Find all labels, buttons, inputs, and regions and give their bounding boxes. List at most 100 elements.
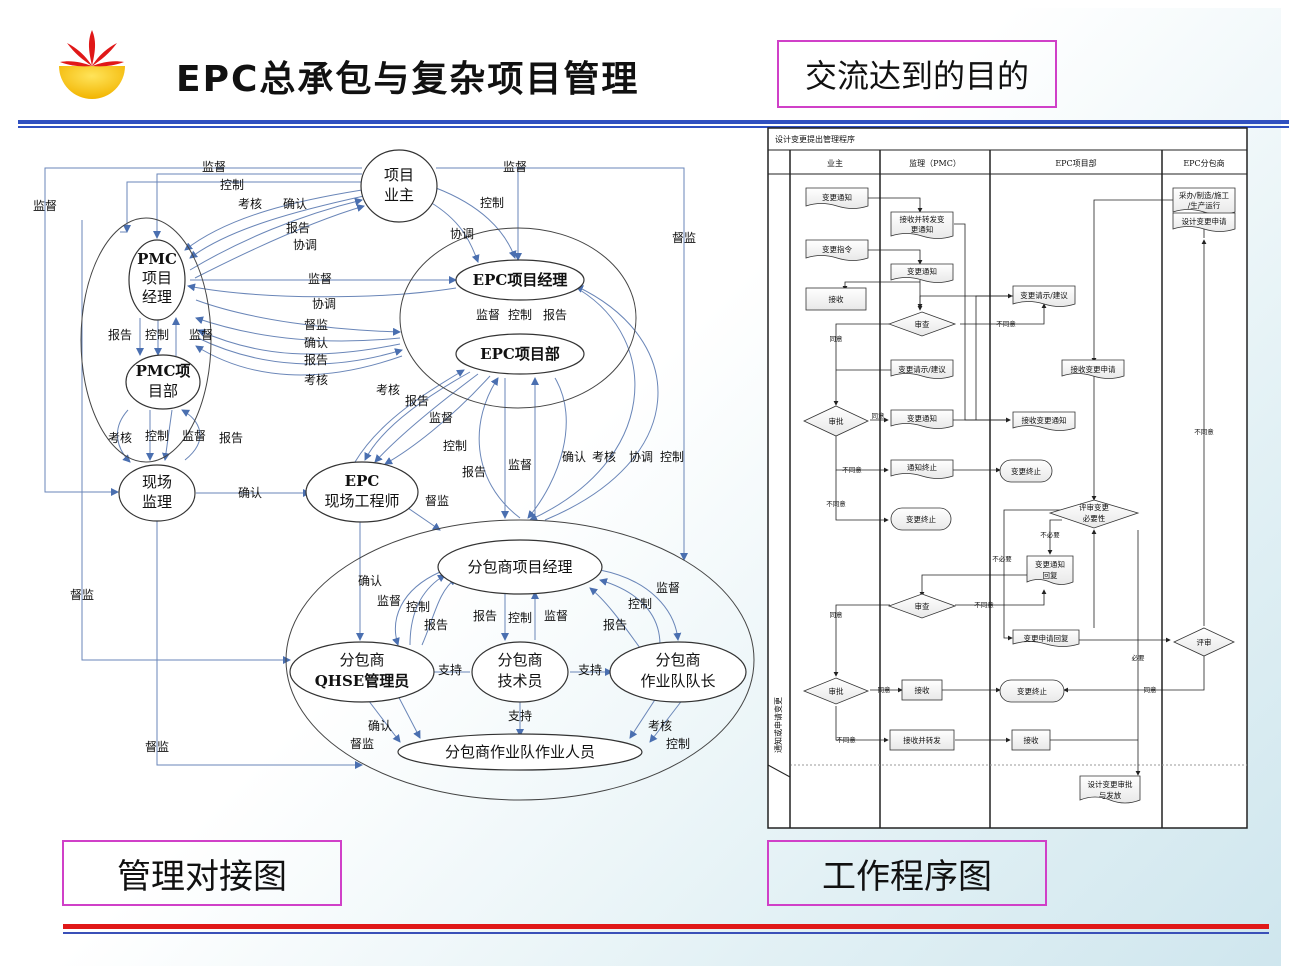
box-s2 xyxy=(1172,212,1236,232)
text-p3: 变更请示/建议 xyxy=(898,364,946,374)
edge-label-jiandu: 监督 xyxy=(182,428,206,443)
text-p8: 接收并转发 xyxy=(903,735,941,745)
management-interface-diagram: 项目 业主 PMC 项目 经理 PMC项 目部 现场 监理 EPC项目经理 EP… xyxy=(33,149,755,801)
lane-pmc: 监理（PMC） xyxy=(909,158,961,168)
box-e6 xyxy=(1012,629,1080,647)
text-d6: 审批 xyxy=(829,686,844,696)
slide: EPC总承包与复杂项目管理 交流达到的目的 xyxy=(8,8,1289,966)
pmc-manager-node xyxy=(128,239,186,321)
left-caption-box: 管理对接图 xyxy=(62,840,342,906)
text-e3: 接收变更通知 xyxy=(1022,415,1067,425)
edge-label-xietiao: 协调 xyxy=(312,296,336,311)
pmc-dept-label-1: PMC项 xyxy=(136,362,191,380)
edge-label-queren: 确认 xyxy=(283,197,307,211)
right-caption: 工作程序图 xyxy=(822,856,992,897)
text-d1: 审查 xyxy=(915,319,930,329)
sub-qhse-label-2: QHSE管理员 xyxy=(315,672,410,690)
edge-label-baogao: 报告 xyxy=(286,220,310,235)
page-title: EPC总承包与复杂项目管理 xyxy=(176,59,640,100)
edge-label-kongzhi: 控制 xyxy=(220,178,244,192)
decision-d3 xyxy=(1048,499,1140,529)
edge-label-dujian: 督监 xyxy=(672,230,696,245)
pmc-manager-label-1: PMC xyxy=(137,250,177,268)
edge-label-kongzhi: 控制 xyxy=(508,308,532,322)
text-s1-1: 采办/制造/施工 xyxy=(1179,190,1230,200)
box-e7 xyxy=(999,679,1065,703)
footer-rule-red xyxy=(63,924,1269,929)
epc-site-engineer-node xyxy=(305,461,419,523)
edge-label-jiandu: 监督 xyxy=(202,159,226,174)
box-e2 xyxy=(1061,359,1125,379)
text-o3: 接收 xyxy=(829,294,844,304)
sub-tech-label-1: 分包商 xyxy=(497,651,542,669)
edge-label-kongzhi: 控制 xyxy=(406,600,430,614)
box-o2 xyxy=(805,239,869,261)
epc-group-ellipse xyxy=(399,227,637,409)
edge-unnecessary: 不必要 xyxy=(1040,530,1060,539)
edge-label-jiandu: 监督 xyxy=(377,593,401,608)
epc-site-engineer-label-1: EPC xyxy=(345,472,380,490)
edge-disagree: 不同意 xyxy=(1194,427,1214,436)
epc-site-engineer-label-2: 现场工程师 xyxy=(324,492,399,510)
decision-d2 xyxy=(803,405,869,437)
edge-label-kaohe: 考核 xyxy=(304,373,328,387)
box-e1 xyxy=(1012,285,1076,307)
text-p1-1: 接收并转发变 xyxy=(900,214,945,224)
text-o1: 变更通知 xyxy=(822,192,852,202)
pmc-manager-label-3: 经理 xyxy=(142,288,172,306)
header-rule xyxy=(18,120,1289,124)
sub-manager-node xyxy=(437,539,603,595)
edge-label-queren: 确认 xyxy=(368,719,392,733)
box-p7 xyxy=(901,679,943,701)
edge-disagree: 不同意 xyxy=(996,319,1016,328)
decision-d5 xyxy=(1173,627,1235,657)
text-e7: 变更终止 xyxy=(1017,686,1047,696)
edge-agree: 同意 xyxy=(830,610,844,619)
edge-disagree: 不同意 xyxy=(842,465,862,474)
owner-node xyxy=(360,149,438,223)
edge-label-baogao: 报告 xyxy=(424,617,448,632)
decision-d1 xyxy=(887,311,957,337)
edge-label-queren: 确认 xyxy=(238,486,262,500)
sub-manager-label: 分包商项目经理 xyxy=(467,558,572,576)
edge-label-kaohe: 考核 xyxy=(376,383,400,397)
text-p2: 变更通知 xyxy=(907,266,937,276)
edge-label-kaohe: 考核 xyxy=(648,719,672,733)
text-p4: 变更通知 xyxy=(907,413,937,423)
footer-rule-blue xyxy=(63,932,1269,934)
edge-label-queren: 确认 xyxy=(304,336,328,350)
procedure-diagram: 设计变更提出管理程序 业主 监理（PMC） EPC项目部 EPC分包商 通知或申… xyxy=(767,127,1248,829)
pmc-group-ellipse xyxy=(80,217,212,463)
box-o1 xyxy=(805,187,869,209)
text-e4: 变更终止 xyxy=(1011,466,1041,476)
box-o3 xyxy=(805,287,867,311)
text-o2: 变更指令 xyxy=(822,244,852,254)
edge-agree: 同意 xyxy=(878,685,892,694)
box-p4 xyxy=(890,409,954,429)
decision-d4 xyxy=(887,593,957,619)
text-p7: 接收 xyxy=(915,685,930,695)
text-d4: 审查 xyxy=(915,601,930,611)
edge-label-jiandu: 监督 xyxy=(429,410,453,425)
edge-label-zhichi: 支持 xyxy=(438,662,462,677)
owner-label-2: 业主 xyxy=(384,186,414,204)
lane-sub: EPC分包商 xyxy=(1183,158,1224,168)
text-s1-2: /生产运行 xyxy=(1188,200,1221,210)
edge-label-dujian: 督监 xyxy=(145,739,169,754)
edge-necessary: 必要 xyxy=(1132,653,1146,662)
company-logo xyxy=(59,30,125,99)
edge-label-kongzhi: 控制 xyxy=(666,737,690,751)
text-d5: 评审 xyxy=(1197,637,1212,647)
sub-qhse-label-1: 分包商 xyxy=(339,651,384,669)
sub-team-leader-node xyxy=(609,641,747,703)
procedure-title: 设计变更提出管理程序 xyxy=(775,134,855,144)
edge-label-kongzhi: 控制 xyxy=(145,429,169,443)
edge-label-jiandu: 监督 xyxy=(189,327,213,342)
lane-owner: 业主 xyxy=(827,158,843,168)
site-supervision-label-1: 现场 xyxy=(142,473,172,491)
edge-label-jiandu: 监督 xyxy=(508,457,532,472)
site-supervision-node xyxy=(118,464,196,522)
edge-label-kongzhi: 控制 xyxy=(480,196,504,210)
edge-label-kongzhi: 控制 xyxy=(145,328,169,342)
edge-label-baogao: 报告 xyxy=(473,608,497,623)
